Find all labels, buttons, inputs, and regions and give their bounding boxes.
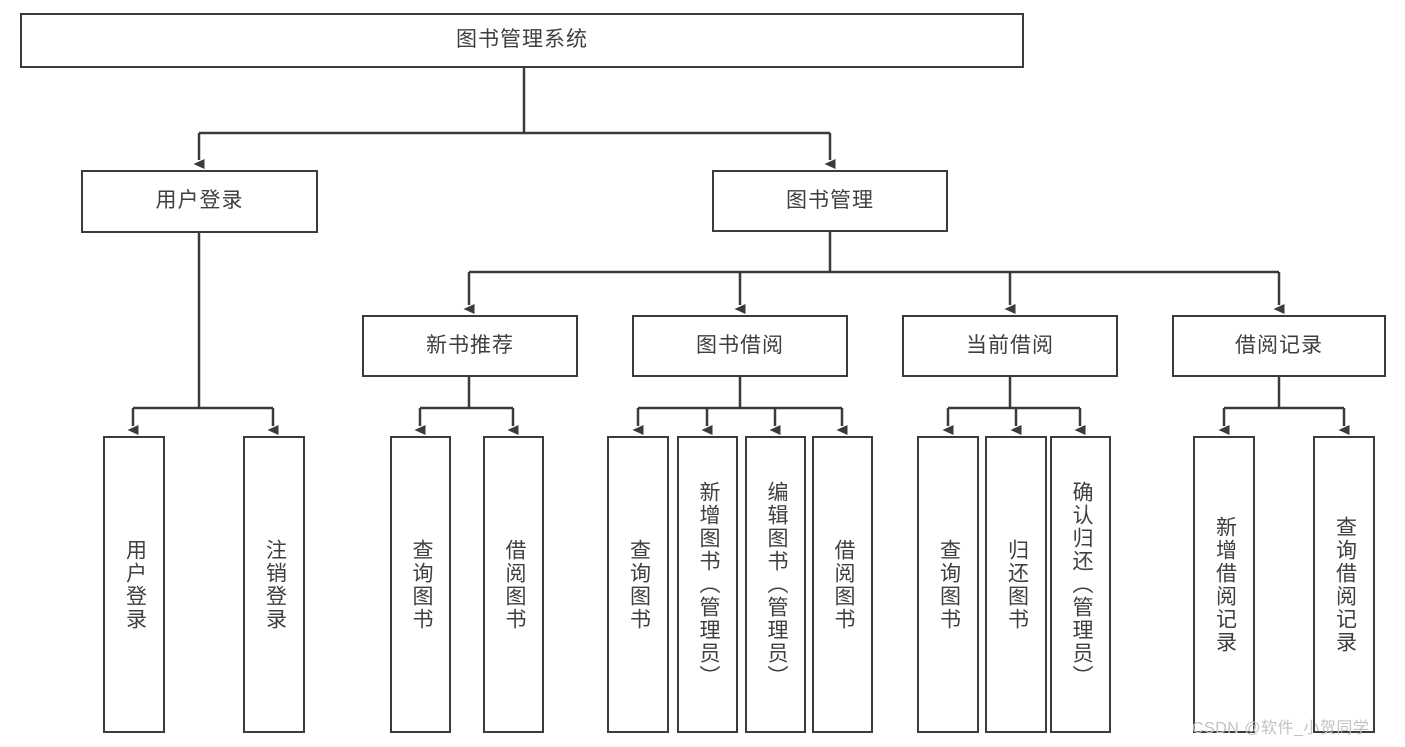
node-label: 新增借阅记录: [1213, 515, 1237, 654]
node-book-management[interactable]: 图书管理: [712, 170, 948, 232]
node-label: 新书推荐: [426, 333, 514, 357]
node-label: 图书借阅: [696, 333, 784, 357]
node-label: 当前借阅: [966, 333, 1054, 357]
leaf-current-query-book[interactable]: 查询图书: [917, 436, 979, 733]
node-new-book-recommend[interactable]: 新书推荐: [362, 315, 578, 377]
node-label: 用户登录: [155, 189, 244, 213]
node-current-borrow[interactable]: 当前借阅: [902, 315, 1118, 377]
node-label: 借阅图书: [502, 538, 526, 631]
leaf-borrow-add-book[interactable]: 新增图书（管理员）: [677, 436, 738, 733]
node-label: 借阅记录: [1235, 333, 1323, 357]
node-label: 借阅图书: [831, 538, 855, 631]
leaf-borrow-borrow-book[interactable]: 借阅图书: [812, 436, 873, 733]
leaf-record-add-record[interactable]: 新增借阅记录: [1193, 436, 1255, 733]
leaf-user-login-signout[interactable]: 注销登录: [243, 436, 305, 733]
node-label: 编辑图书（管理员）: [764, 481, 788, 688]
node-label: 图书管理系统: [456, 28, 588, 52]
node-label: 新增图书（管理员）: [696, 481, 720, 688]
leaf-current-return-book[interactable]: 归还图书: [985, 436, 1047, 733]
node-book-borrow[interactable]: 图书借阅: [632, 315, 848, 377]
node-root-system[interactable]: 图书管理系统: [20, 13, 1024, 68]
node-label: 查询借阅记录: [1333, 515, 1357, 654]
leaf-user-login-signin[interactable]: 用户登录: [103, 436, 165, 733]
node-label: 图书管理: [786, 188, 874, 212]
leaf-record-query-record[interactable]: 查询借阅记录: [1313, 436, 1375, 733]
node-label: 确认归还（管理员）: [1069, 481, 1093, 688]
node-label: 查询图书: [627, 538, 651, 631]
node-borrow-record[interactable]: 借阅记录: [1172, 315, 1386, 377]
node-label: 归还图书: [1005, 538, 1029, 631]
leaf-borrow-query-book[interactable]: 查询图书: [607, 436, 669, 733]
leaf-current-confirm-return[interactable]: 确认归还（管理员）: [1050, 436, 1111, 733]
node-user-login[interactable]: 用户登录: [81, 170, 318, 233]
node-label: 查询图书: [937, 538, 961, 631]
node-label: 查询图书: [409, 538, 433, 631]
leaf-recommend-query-book[interactable]: 查询图书: [390, 436, 451, 733]
node-label: 注销登录: [263, 538, 287, 631]
leaf-recommend-borrow-book[interactable]: 借阅图书: [483, 436, 544, 733]
leaf-borrow-edit-book[interactable]: 编辑图书（管理员）: [745, 436, 806, 733]
node-label: 用户登录: [123, 538, 147, 631]
